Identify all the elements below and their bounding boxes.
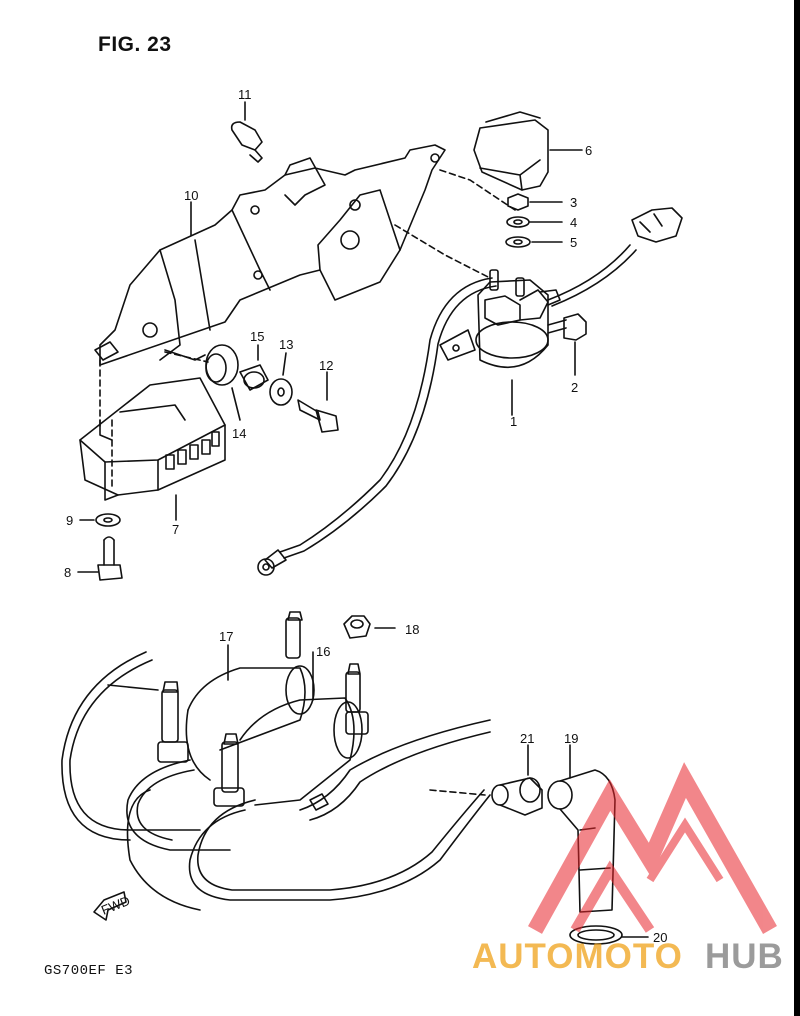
part-label-3: 3	[570, 195, 577, 210]
washer-13-drawing	[269, 378, 293, 406]
part-label-7: 7	[172, 522, 179, 537]
mounting-bracket-drawing	[94, 144, 446, 366]
seal-20-drawing	[569, 925, 623, 945]
ignition-coil-17-drawing	[157, 611, 315, 781]
regulator-drawing	[79, 377, 226, 501]
bulb-drawing	[230, 121, 263, 163]
part-label-17: 17	[219, 629, 233, 644]
cushion-drawing	[205, 344, 239, 386]
nut-washer-stack-drawing	[505, 193, 531, 248]
part-label-6: 6	[585, 143, 592, 158]
watermark-text-part1: AUTOMOTO	[472, 937, 683, 976]
part-label-15: 15	[250, 329, 264, 344]
part-label-13: 13	[279, 337, 293, 352]
nut-18-drawing	[343, 615, 371, 639]
relay-bolt-drawing	[547, 313, 587, 341]
part-label-10: 10	[184, 188, 198, 203]
part-label-16: 16	[316, 644, 330, 659]
watermark-triangle-logo	[528, 762, 777, 934]
automotohub-watermark	[528, 762, 777, 934]
part-label-21: 21	[520, 731, 534, 746]
fwd-label: FWD	[99, 893, 132, 918]
part-label-5: 5	[570, 235, 577, 250]
part-label-8: 8	[64, 565, 71, 580]
part-label-1: 1	[510, 414, 517, 429]
watermark-text-part2: HUB	[705, 937, 784, 976]
wire-connector-drawing	[631, 207, 683, 243]
bolt-12-drawing	[297, 399, 339, 433]
bolt-drawing	[97, 536, 123, 581]
spacer-drawing	[239, 364, 269, 391]
part-label-14: 14	[232, 426, 246, 441]
figure-title: FIG. 23	[98, 33, 172, 56]
part-label-20: 20	[653, 930, 667, 945]
starter-relay-drawing	[439, 269, 561, 368]
relay-cover-drawing	[473, 111, 549, 191]
plug-cap-21-drawing	[491, 777, 543, 816]
part-label-18: 18	[405, 622, 419, 637]
washer-drawing	[95, 513, 121, 527]
part-label-2: 2	[571, 380, 578, 395]
scan-edge-border	[794, 0, 800, 1016]
part-label-4: 4	[570, 215, 577, 230]
part-label-9: 9	[66, 513, 73, 528]
ignition-coil-16-drawing	[213, 663, 369, 811]
part-label-12: 12	[319, 358, 333, 373]
fwd-arrow-icon	[93, 891, 127, 921]
model-code: GS700EF E3	[44, 963, 134, 979]
part-label-11: 11	[238, 87, 252, 102]
part-label-19: 19	[564, 731, 578, 746]
